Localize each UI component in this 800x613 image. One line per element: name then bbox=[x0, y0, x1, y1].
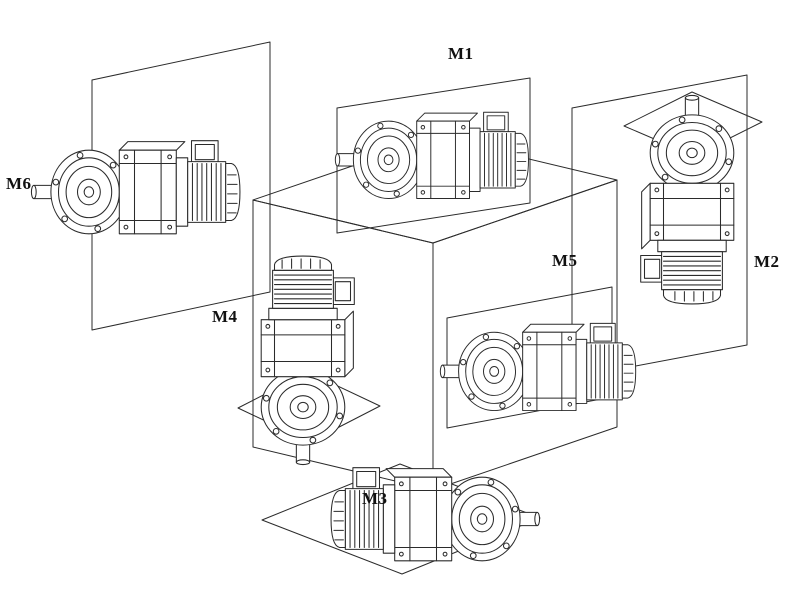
gearmotor-m4-drawing bbox=[260, 255, 355, 466]
label-m4: M4 bbox=[212, 307, 238, 326]
gearmotor-m3-drawing bbox=[330, 467, 541, 562]
m6-mounting-plane bbox=[91, 41, 271, 331]
gearmotor-m1-drawing bbox=[334, 111, 529, 200]
label-m6: M6 bbox=[6, 174, 32, 193]
label-m1: M1 bbox=[448, 44, 474, 63]
label-m2: M2 bbox=[754, 252, 780, 271]
gearmotor-m2-drawing bbox=[640, 94, 735, 305]
label-m5: M5 bbox=[552, 251, 578, 270]
gearmotor-m5-drawing bbox=[439, 322, 637, 412]
m2-mounting-plane bbox=[571, 74, 748, 379]
label-m3: M3 bbox=[362, 489, 388, 508]
cube-right-face bbox=[432, 179, 618, 491]
gearmotor-m6-drawing bbox=[30, 140, 241, 235]
m1-mounting-plane bbox=[336, 77, 531, 234]
